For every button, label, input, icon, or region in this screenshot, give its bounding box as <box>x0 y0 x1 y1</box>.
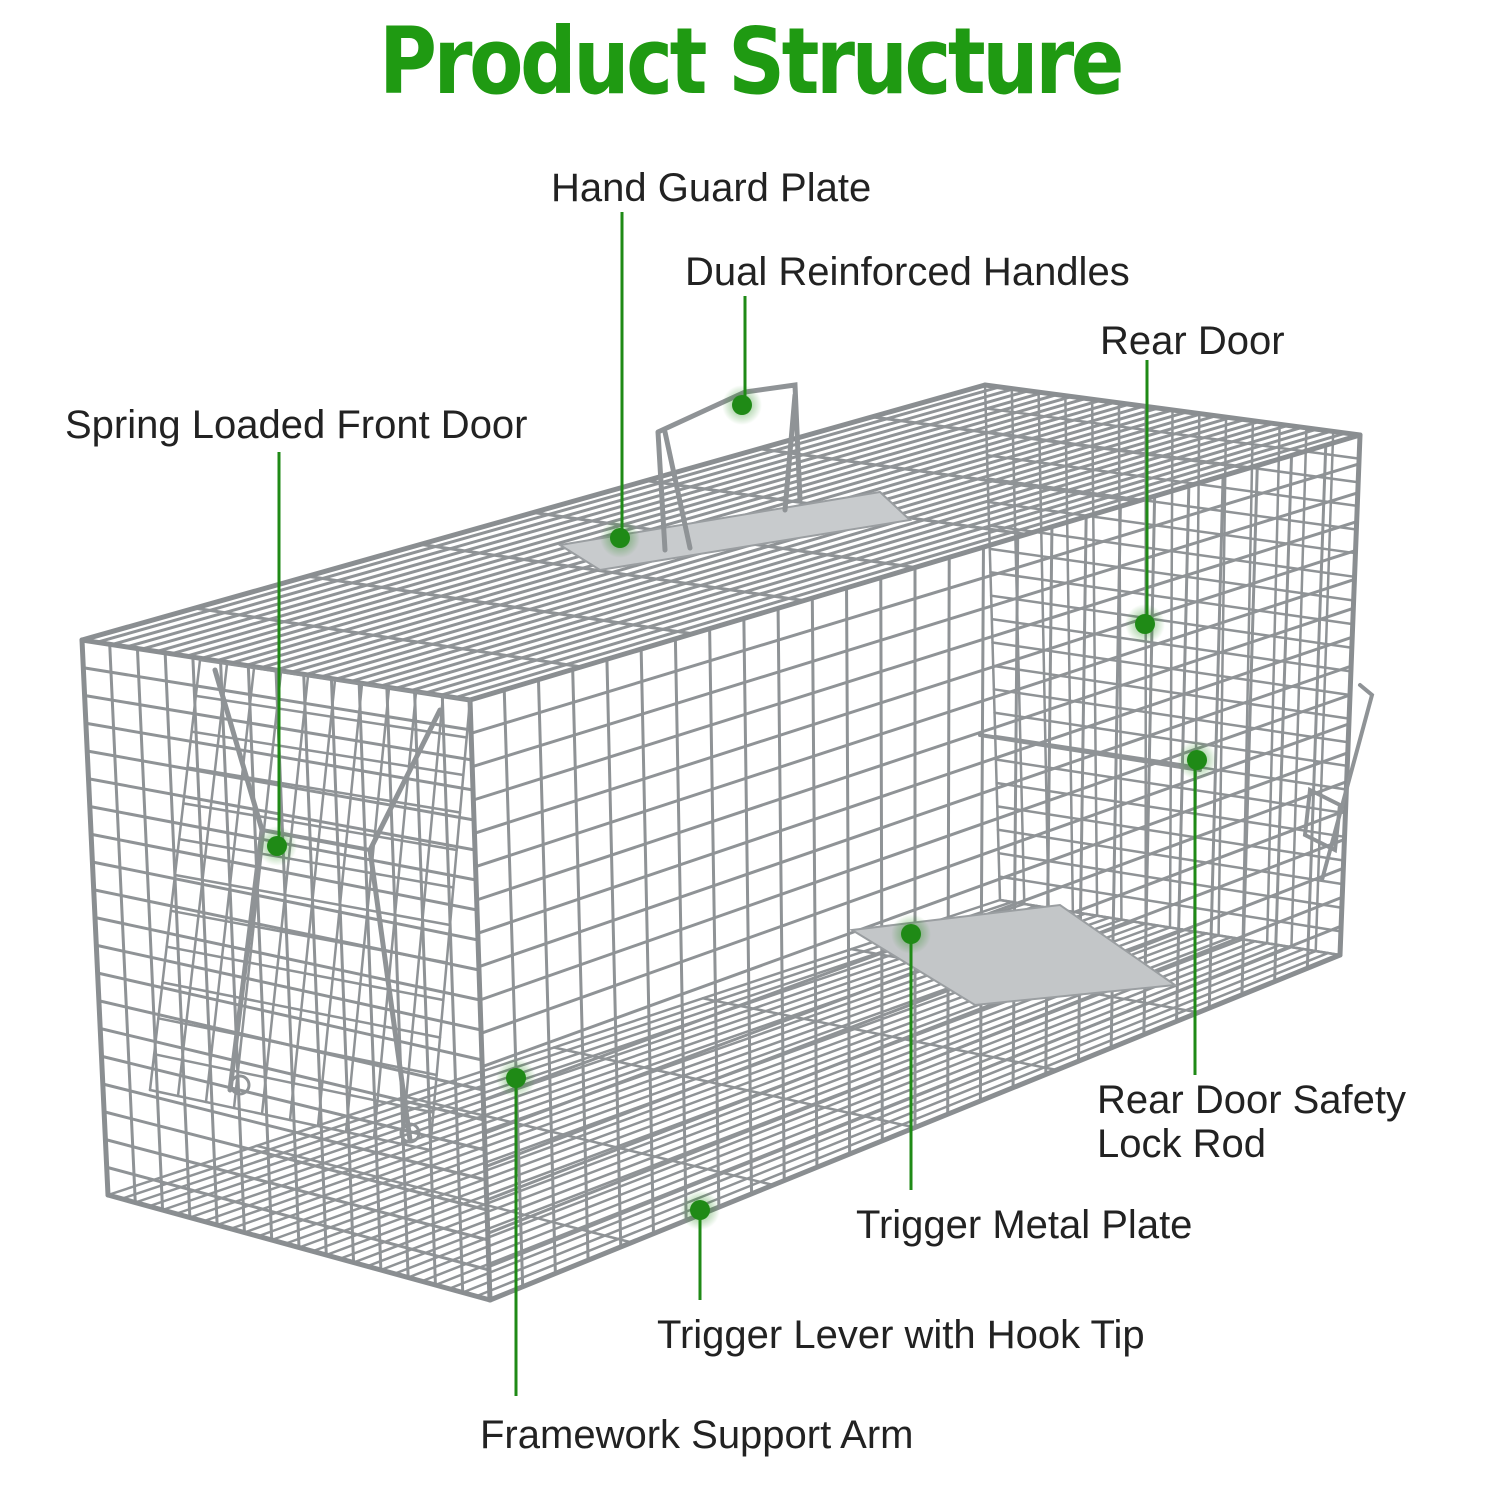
cage-frame <box>982 382 1363 438</box>
cage-frame <box>467 432 1363 703</box>
cage-frame <box>487 952 1343 1303</box>
label-rear-door-safety-lock-rod-2: Lock Rod <box>1097 1122 1266 1166</box>
inclined-door-mesh <box>198 658 472 702</box>
rear-door-mesh <box>996 828 1344 886</box>
rear-door-mesh <box>996 805 1345 862</box>
side-mesh <box>480 751 1350 1069</box>
label-spring-loaded-front-door: Spring Loaded Front Door <box>65 403 528 447</box>
inclined-door-mesh <box>190 730 465 777</box>
cage-frame <box>79 637 111 1198</box>
lock-rod <box>978 683 1375 882</box>
side-mesh <box>471 520 1359 802</box>
inclined-door-mesh <box>173 873 452 927</box>
top-mesh <box>193 606 583 669</box>
front-door-mesh <box>105 1165 491 1272</box>
callout-dot-trigger-lever-with-hook-tip <box>690 1200 710 1220</box>
label-trigger-lever-with-hook-tip: Trigger Lever with Hook Tip <box>657 1313 1145 1357</box>
callout-dot-trigger-metal-plate <box>901 924 921 944</box>
side-mesh <box>486 895 1344 1235</box>
inclined-door-mesh <box>194 694 468 739</box>
top-mesh <box>757 447 1139 503</box>
inclined-door-mesh <box>157 1017 438 1077</box>
label-rear-door: Rear Door <box>1100 319 1285 363</box>
side-mesh <box>474 577 1356 869</box>
side-mesh <box>487 924 1343 1269</box>
cage-frame <box>1337 432 1363 958</box>
spring-arm <box>227 827 265 1093</box>
inclined-door-mesh <box>169 909 448 964</box>
floor-mesh <box>552 1046 917 1129</box>
side-mesh <box>475 606 1355 902</box>
cage-frame <box>79 382 988 643</box>
spring-arm <box>212 667 265 833</box>
front-door-mesh <box>103 1138 490 1242</box>
front-door-mesh <box>87 777 477 852</box>
inclined-door-mesh <box>186 766 462 814</box>
front-door-mesh <box>101 1082 488 1182</box>
front-door-mesh <box>85 749 476 822</box>
top-mesh <box>419 542 806 603</box>
rear-door-mesh <box>993 711 1349 768</box>
front-door-mesh <box>94 943 483 1032</box>
rear-door-mesh <box>991 664 1351 720</box>
trigger-plate <box>849 903 1178 1007</box>
floor-mesh <box>255 1144 633 1244</box>
side-mesh <box>469 462 1361 735</box>
callout-dot-framework-support-arm <box>506 1068 526 1088</box>
page-title: Product Structure <box>379 8 1124 115</box>
callout-dot-spring-loaded-front-door <box>267 836 287 856</box>
door-hinge <box>229 1074 251 1096</box>
top-mesh <box>306 574 694 636</box>
label-dual-reinforced-handles: Dual Reinforced Handles <box>685 250 1130 294</box>
rear-door-mesh <box>995 781 1346 839</box>
cage-frame <box>467 697 493 1303</box>
inclined-door-mesh <box>165 945 445 1002</box>
callout-dot-hand-guard-plate <box>610 528 630 548</box>
front-door-mesh <box>98 1027 486 1122</box>
spring-arm <box>367 707 443 853</box>
rear-door-mesh <box>992 688 1350 744</box>
inclined-door-mesh <box>148 1088 432 1152</box>
side-mesh <box>476 635 1354 935</box>
floor-mesh <box>404 1095 775 1187</box>
callout-lines <box>257 212 1217 1396</box>
inclined-door-mesh <box>182 802 458 852</box>
inclined-door-mesh <box>152 1052 435 1114</box>
spring-arm <box>367 847 413 1143</box>
rear-door-mesh <box>998 875 1343 933</box>
label-hand-guard-plate: Hand Guard Plate <box>551 166 872 210</box>
inclined-door-mesh <box>177 837 455 889</box>
rear-door-mesh <box>986 477 1358 531</box>
side-mesh <box>484 837 1346 1169</box>
front-door-mesh <box>102 1110 489 1212</box>
cage-trap-illustration <box>79 382 1375 1303</box>
callout-dot-rear-door-safety-lock-rod <box>1187 750 1207 770</box>
handle <box>655 382 803 553</box>
top-mesh <box>870 415 1251 470</box>
side-mesh <box>477 664 1353 969</box>
hand-guard-plate <box>557 490 913 572</box>
callout-dot-rear-door <box>1135 614 1155 634</box>
callout-dot-dual-reinforced-handles <box>732 395 752 415</box>
label-framework-support-arm: Framework Support Arm <box>480 1413 914 1457</box>
front-door-mesh <box>89 832 479 912</box>
label-rear-door-safety-lock-rod-1: Rear Door Safety <box>1097 1078 1407 1122</box>
floor-mesh <box>701 997 1058 1072</box>
side-mesh <box>482 809 1348 1135</box>
cage-frame <box>105 1192 493 1303</box>
front-door-mesh <box>100 1054 487 1152</box>
door-hinge <box>399 1122 421 1144</box>
rear-door-mesh <box>997 851 1344 909</box>
label-trigger-metal-plate: Trigger Metal Plate <box>856 1203 1193 1247</box>
side-mesh <box>472 549 1358 835</box>
side-mesh <box>470 491 1360 769</box>
side-mesh <box>485 866 1345 1202</box>
rear-door-mesh <box>987 500 1357 555</box>
